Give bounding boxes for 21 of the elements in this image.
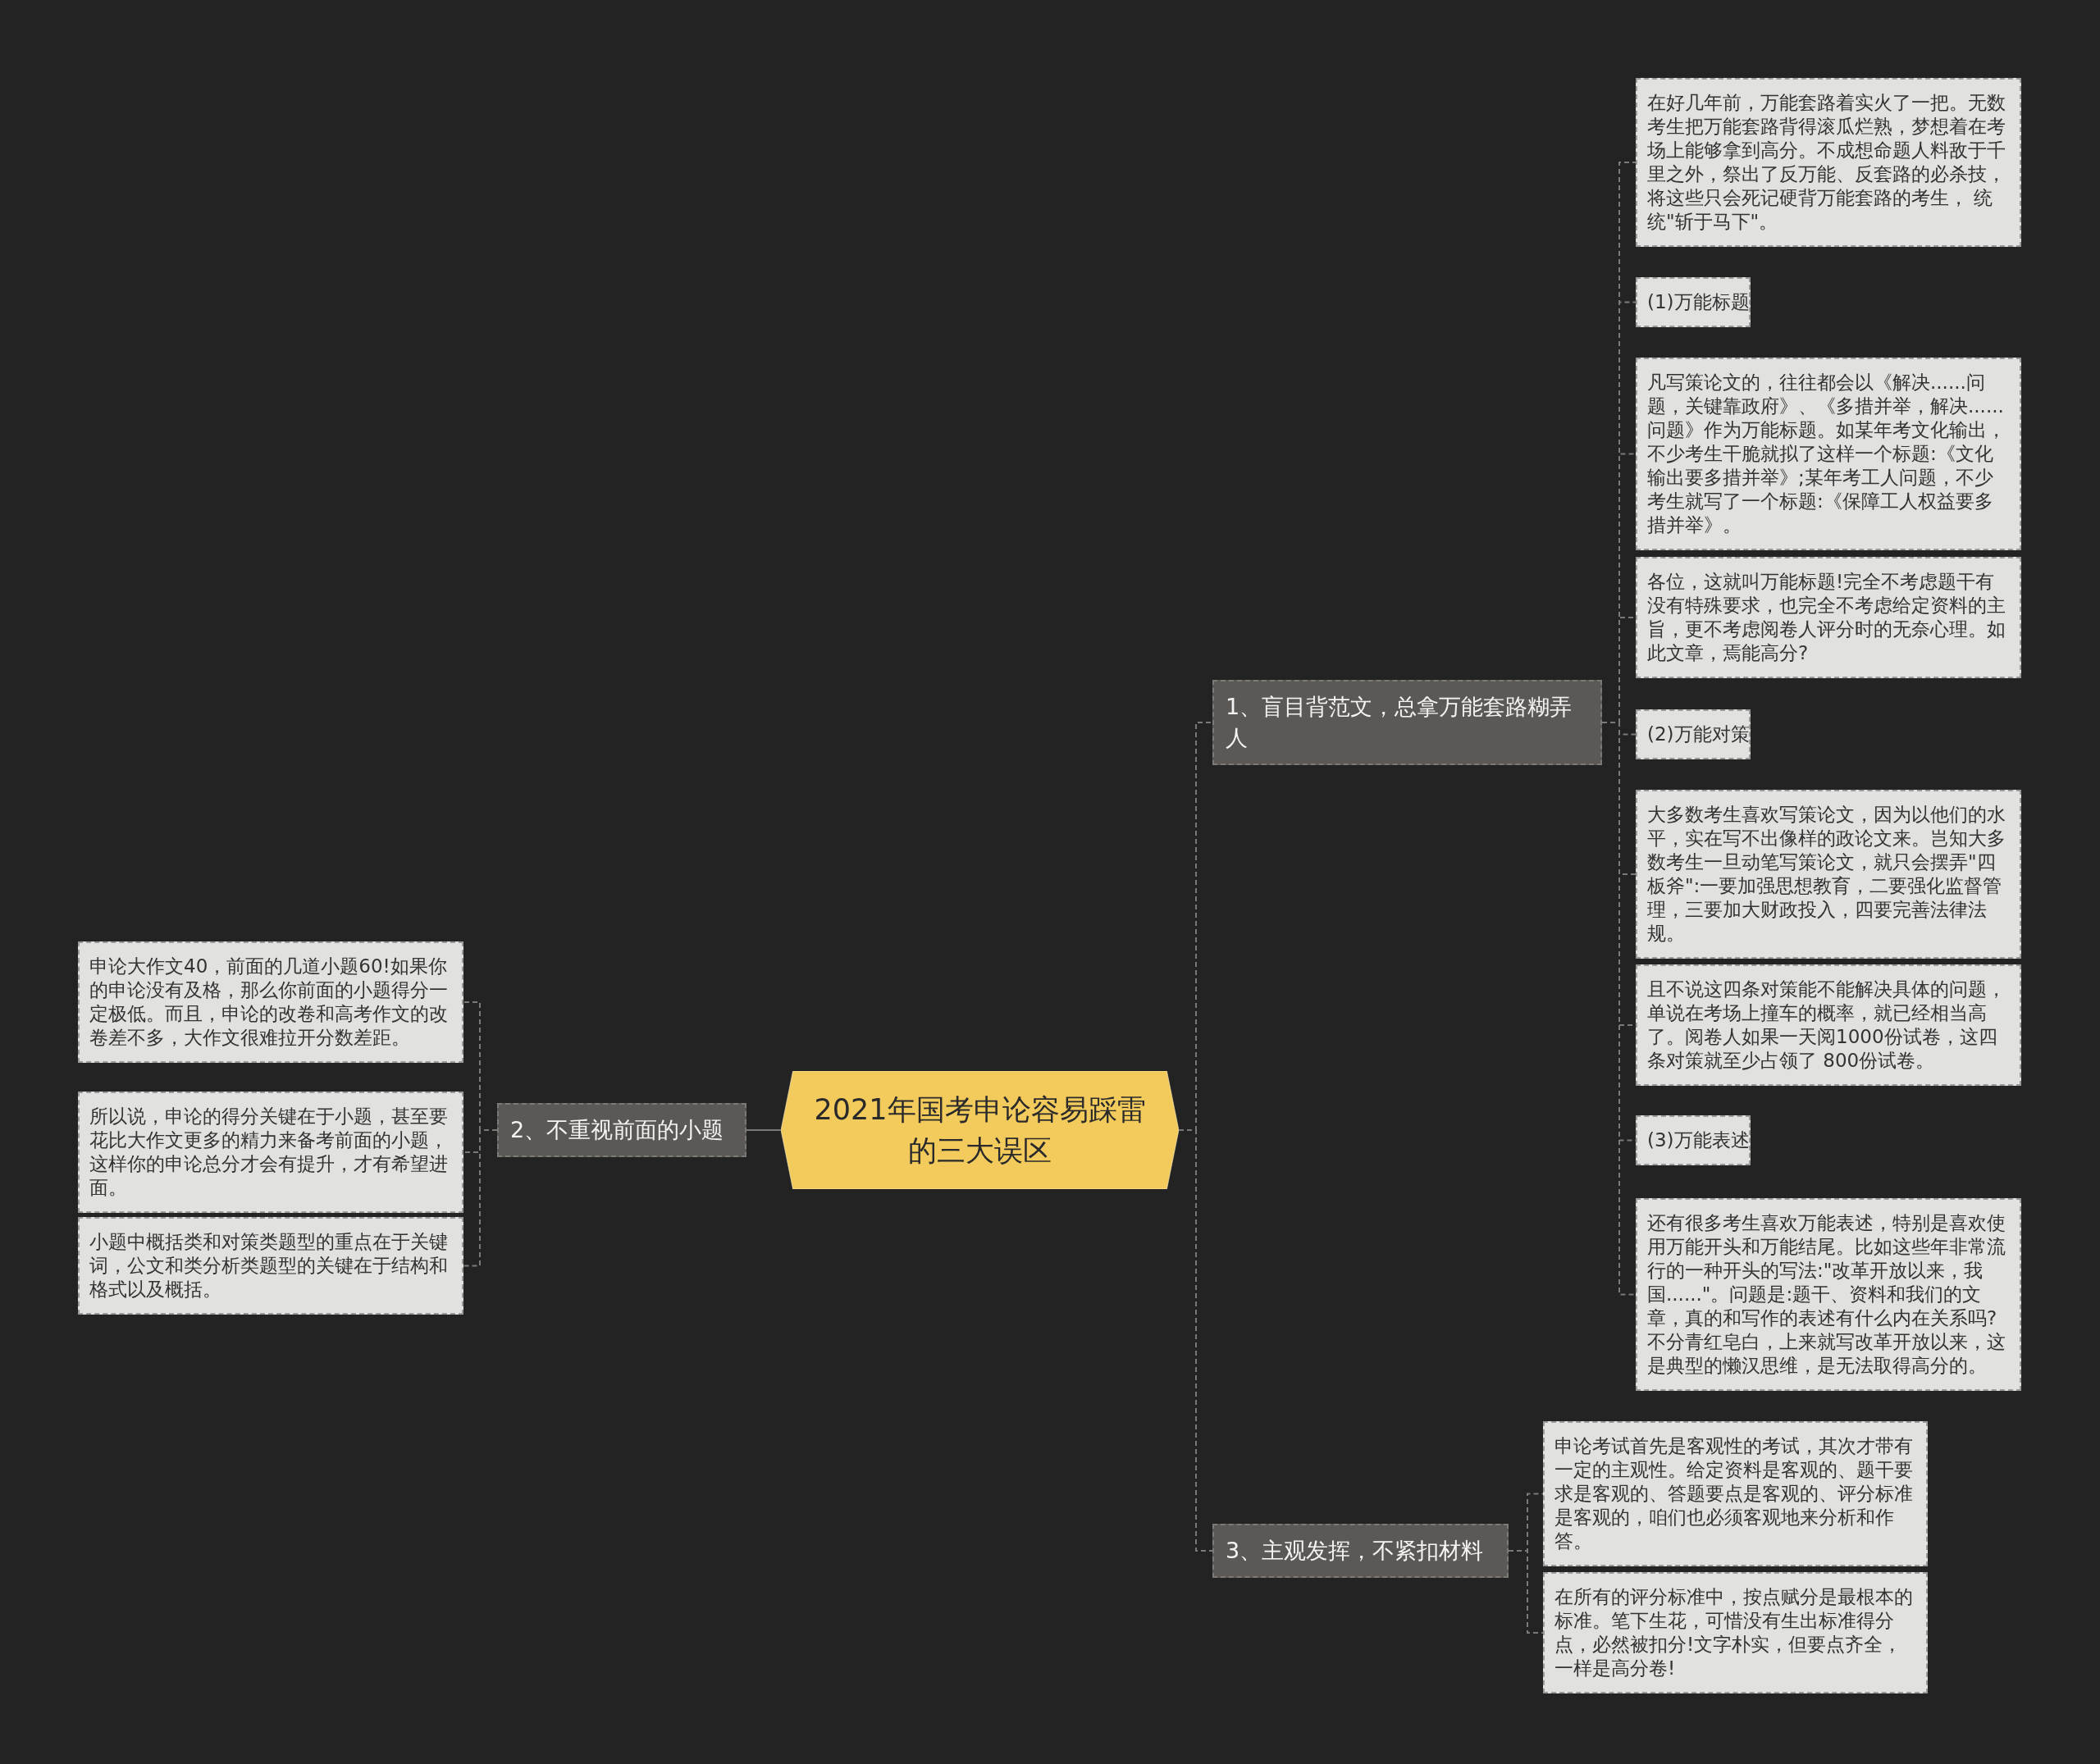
note-box: 各位，这就叫万能标题!完全不考虑题干有没有特殊要求，也完全不考虑给定资料的主旨，更不考虑阅卷人评分时的无奈心理。如此文章，焉能高分? bbox=[1636, 557, 2021, 678]
connector-line bbox=[463, 1129, 498, 1267]
note-box: 小题中概括类和对策类题型的重点在于关键词，公文和类分析类题型的关键在于结构和格式以及概括。 bbox=[78, 1217, 463, 1315]
note-box: 在好几年前，万能套路着实火了一把。无数考生把万能套路背得滚瓜烂熟，梦想着在考场上能够拿到高分。不成想命题人料敌于千里之外，祭出了反万能、反套路的必杀技，将这些只会死记硬背万能套路的考生， 统统"斩于马下"。 bbox=[1636, 78, 2021, 247]
note-box: 凡写策论文的，往往都会以《解决......问题，关键靠政府》、《多措并举，解决......问题》作为万能标题。如某年考文化输出，不少考生干脆就拟了这样一个标题:《文化输出要多措并举》;某年考工人问题，不少考生就写了一个标题:《保障工人权益要多措并举》。 bbox=[1636, 358, 2021, 550]
note-box: 所以说，申论的得分关键在于小题，甚至要花比大作文更多的精力来备考前面的小题，这样你的申论总分才会有提升，才有希望进面。 bbox=[78, 1092, 463, 1213]
subtopic-box: (2)万能对策 bbox=[1636, 709, 1751, 759]
note-box: 申论大作文40，前面的几道小题60!如果你的申论没有及格，那么你前面的小题得分一定极低。而且，申论的改卷和高考作文的改卷差不多，大作文很难拉开分数差距。 bbox=[78, 941, 463, 1063]
note-box: 申论考试首先是客观性的考试，其次才带有一定的主观性。给定资料是客观的、题干要求是客观的、答题要点是客观的、评分标准是客观的，咱们也必须客观地来分析和作答。 bbox=[1543, 1421, 1928, 1566]
connector-line bbox=[746, 1129, 782, 1131]
topic-box: 3、主观发挥，不紧扣材料 bbox=[1212, 1524, 1509, 1578]
connector-line bbox=[1508, 1550, 1544, 1634]
note-box: 大多数考生喜欢写策论文，因为以他们的水平，实在写不出像样的政论文来。岂知大多数考生一旦动笔写策论文，就只会摆弄"四板斧":一要加强思想教育，二要强化监督管理，三要加大财政投入，四要完善法律法规。 bbox=[1636, 790, 2021, 959]
note-box: 在所有的评分标准中，按点赋分是最根本的标准。笔下生花，可惜没有生出标准得分点，必然被扣分!文字朴实，但要点齐全，一样是高分卷! bbox=[1543, 1572, 1928, 1693]
subtopic-box: (1)万能标题 bbox=[1636, 277, 1751, 327]
central-topic: 2021年国考申论容易踩雷的三大误区 bbox=[781, 1071, 1179, 1189]
topic-box: 1、盲目背范文，总拿万能套路糊弄人 bbox=[1212, 680, 1602, 765]
topic-box: 2、不重视前面的小题 bbox=[497, 1103, 746, 1157]
note-box: 还有很多考生喜欢万能表述，特别是喜欢使用万能开头和万能结尾。比如这些年非常流行的一种开头的写法:"改革开放以来，我国......"。问题是:题干、资料和我们的文章，真的和写作的表述有什么内在关系吗?不分青红皂白，上来就写改革开放以来，这是典型的懒汉思维，是无法取得高分的。 bbox=[1636, 1198, 2021, 1391]
subtopic-box: (3)万能表述 bbox=[1636, 1115, 1751, 1165]
note-box: 且不说这四条对策能不能解决具体的问题，单说在考场上撞车的概率，就已经相当高了。阅卷人如果一天阅1000份试卷，这四条对策就至少占领了 800份试卷。 bbox=[1636, 964, 2021, 1086]
